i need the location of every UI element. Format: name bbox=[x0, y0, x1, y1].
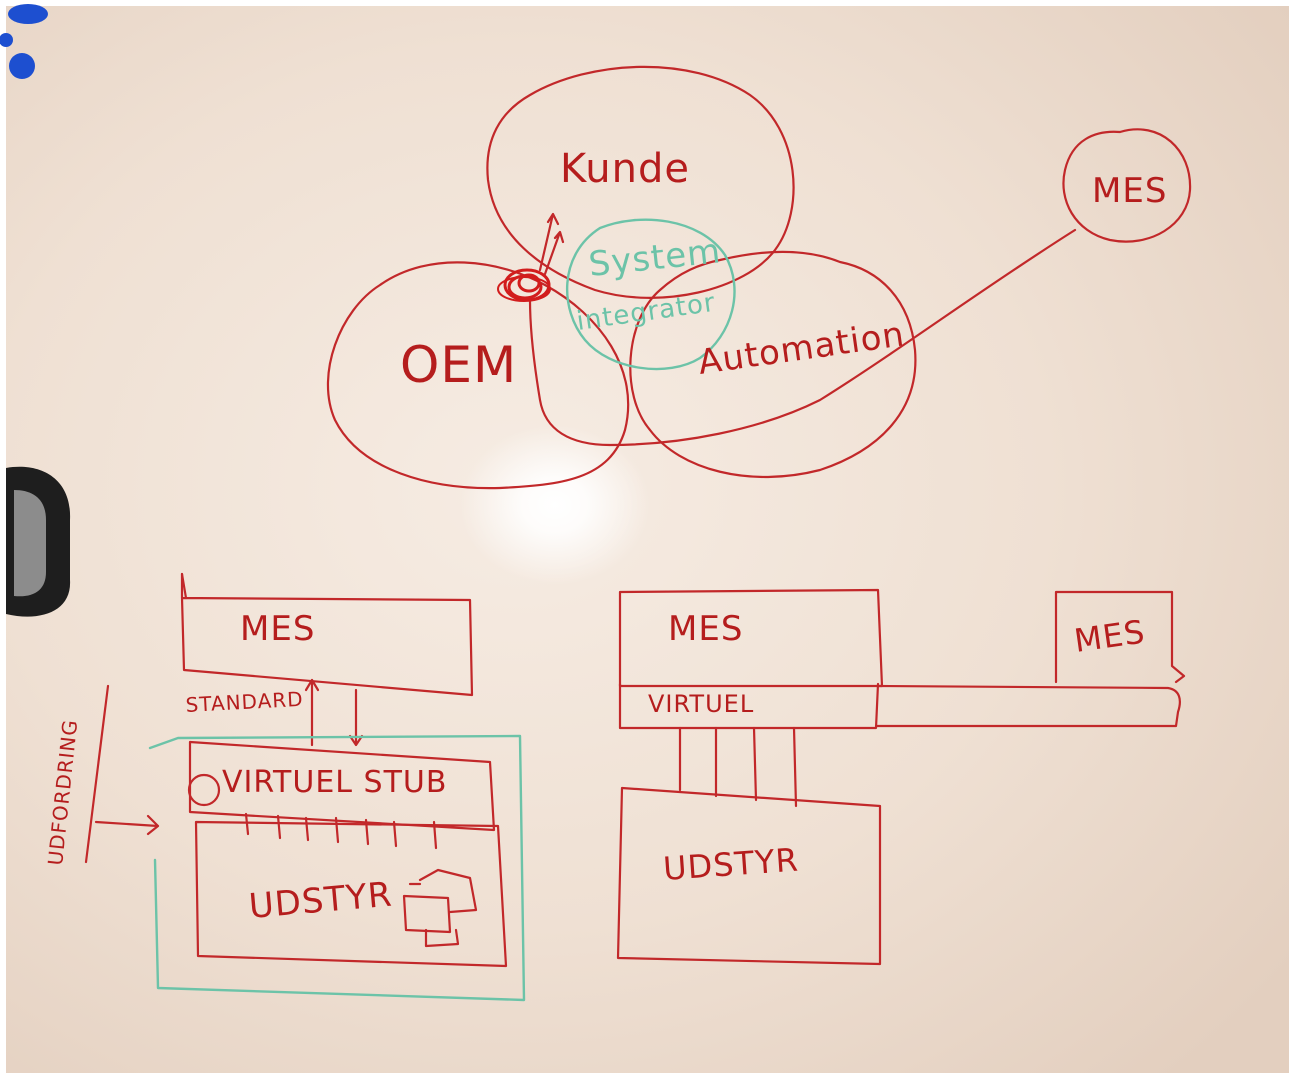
ms-circle bbox=[1062, 128, 1192, 243]
left-architecture-diagram: MES STANDARD VIRTUEL STUB UDSTYR bbox=[43, 572, 526, 1002]
device-stack-icon bbox=[402, 868, 478, 948]
right-virtual-bar bbox=[618, 682, 880, 730]
scribble-knot bbox=[497, 212, 565, 302]
kunde-circle bbox=[486, 65, 795, 299]
left-mes-label: MES bbox=[240, 609, 315, 649]
io-connections bbox=[678, 726, 798, 808]
right-equipment-label: UDSTYR bbox=[662, 841, 800, 888]
right-mes-label: MES bbox=[668, 609, 743, 649]
magnet-icon bbox=[9, 53, 35, 79]
system-integrator-circle bbox=[565, 218, 736, 371]
board-bottom-edge bbox=[0, 1073, 1295, 1081]
virtual-stub-label: VIRTUEL STUB bbox=[222, 765, 447, 800]
extension-bar bbox=[874, 684, 1181, 728]
left-equipment-box bbox=[194, 820, 508, 968]
right-equipment-box bbox=[616, 786, 882, 966]
magnet-icon bbox=[8, 4, 48, 24]
left-mes-box bbox=[180, 572, 474, 697]
connector-line bbox=[528, 228, 1077, 447]
magnet-icon bbox=[0, 33, 13, 47]
kunde-label: Kunde bbox=[560, 146, 690, 192]
challenge-arrow bbox=[94, 814, 160, 836]
oem-label: OEM bbox=[400, 336, 517, 394]
arrow-up bbox=[304, 678, 320, 747]
magnets bbox=[0, 4, 48, 79]
board-surface bbox=[6, 6, 1289, 1075]
stub-circle bbox=[187, 773, 221, 807]
flash-glare bbox=[460, 425, 650, 585]
right-virtual-label: VIRTUEL bbox=[648, 690, 754, 718]
automation-circle bbox=[629, 250, 917, 479]
side-divider bbox=[84, 684, 110, 864]
board-handle bbox=[6, 466, 71, 617]
external-mes-box bbox=[1054, 590, 1186, 684]
ms-label: MES bbox=[1092, 171, 1167, 211]
green-container bbox=[148, 734, 526, 1002]
